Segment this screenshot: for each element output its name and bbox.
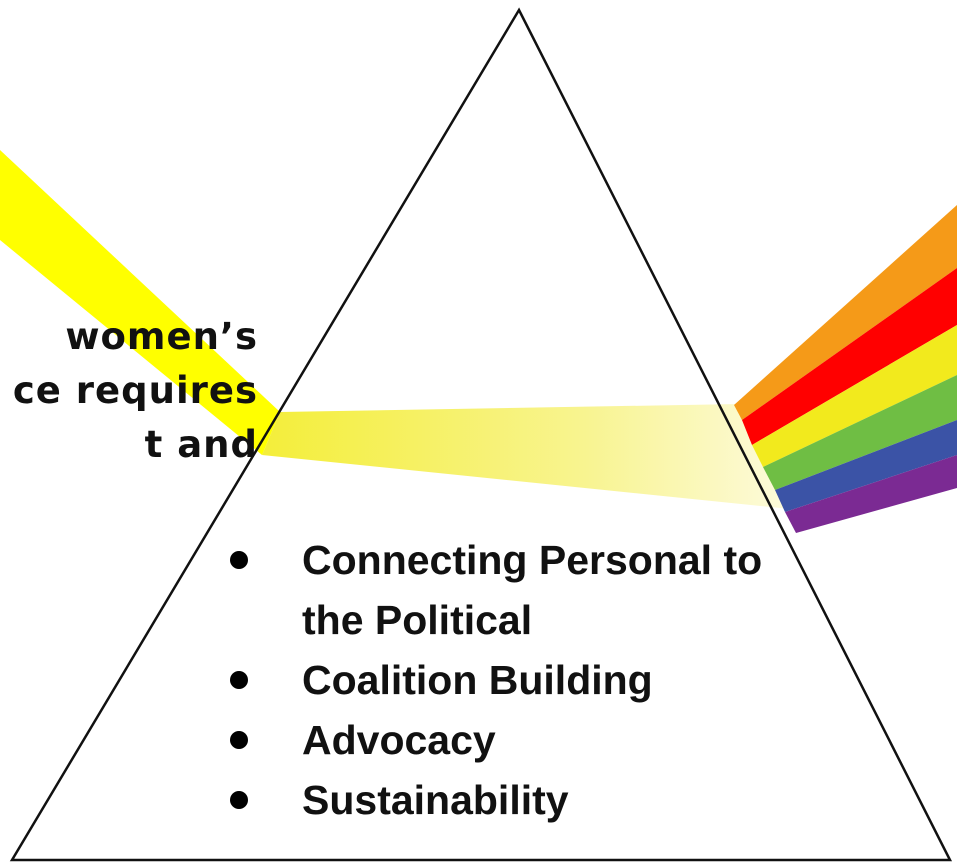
bullet-item: Connecting Personal to the Political xyxy=(222,530,762,650)
bullet-icon xyxy=(230,551,248,569)
bullet-icon xyxy=(230,791,248,809)
left-caption-line-1: women’s xyxy=(65,315,258,358)
band-yellow xyxy=(752,325,957,467)
bullet-icon xyxy=(230,731,248,749)
band-blue xyxy=(775,420,957,512)
bullet-icon xyxy=(230,671,248,689)
band-red xyxy=(742,268,957,445)
bullet-list: Connecting Personal to the Political Coa… xyxy=(222,530,762,830)
prism-triangle xyxy=(9,7,953,862)
left-caption-line-2: ce requires xyxy=(12,369,258,412)
bullet-text: Connecting Personal to xyxy=(302,537,763,583)
incoming-light-beam xyxy=(0,150,280,455)
bullet-text: Sustainability xyxy=(302,777,569,823)
bullet-item: Coalition Building xyxy=(222,650,762,710)
bullet-text: Advocacy xyxy=(302,717,496,763)
bullet-text-continued: the Political xyxy=(302,597,533,643)
refracted-beam xyxy=(262,404,800,510)
bullet-item: Sustainability xyxy=(222,770,762,830)
left-caption: women’s ce requires t and xyxy=(0,310,258,472)
band-green xyxy=(763,375,957,490)
band-orange xyxy=(734,205,957,420)
band-purple xyxy=(785,455,957,533)
left-caption-line-3: t and xyxy=(144,423,258,466)
spectrum-bands xyxy=(734,205,957,533)
bullet-item: Advocacy xyxy=(222,710,762,770)
bullet-text: Coalition Building xyxy=(302,657,653,703)
